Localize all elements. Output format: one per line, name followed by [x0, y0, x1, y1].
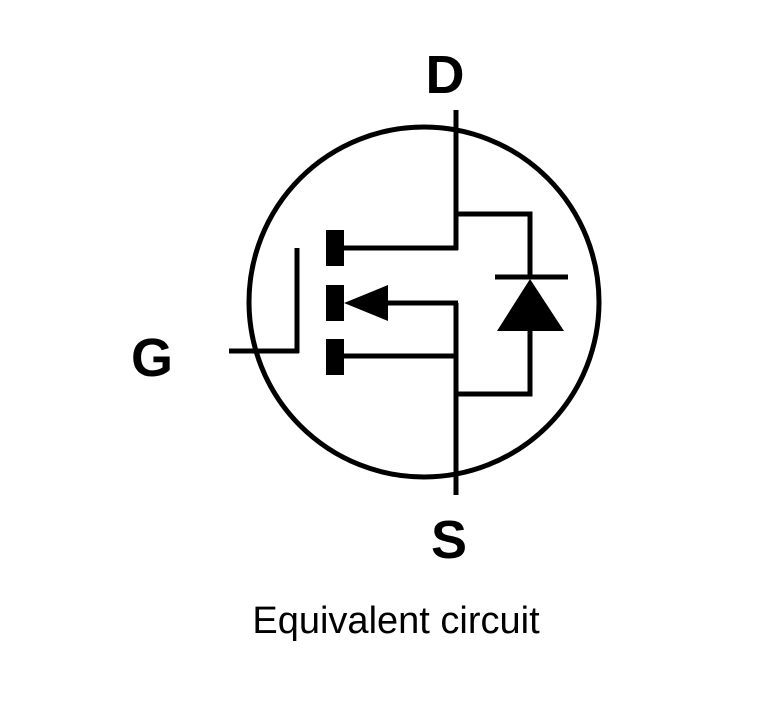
gate-label: G — [131, 328, 173, 388]
channel-segment-middle — [326, 285, 344, 321]
package-outline — [246, 124, 602, 480]
diode-triangle — [497, 279, 564, 331]
drain-diode-link — [456, 211, 533, 275]
source-diode-link — [456, 330, 533, 397]
drain-label: D — [426, 45, 465, 105]
channel-segment-bottom — [326, 339, 344, 375]
channel-segment-top — [326, 230, 344, 266]
diagram-caption: Equivalent circuit — [252, 600, 540, 642]
source-label: S — [431, 510, 467, 570]
channel-arrow-icon — [344, 285, 388, 321]
